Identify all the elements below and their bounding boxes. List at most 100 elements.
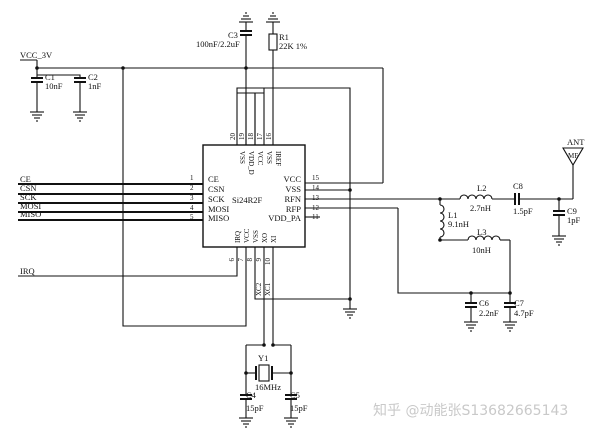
- pin-num-1: 1: [190, 174, 194, 182]
- y1-value: 16MHz: [255, 382, 281, 392]
- pin-name-xi: XI: [270, 235, 278, 243]
- net-miso: MISO: [20, 209, 41, 219]
- inductor-l1: L1 9.1nH: [439, 199, 469, 240]
- cap-c1: C1 10nF: [29, 68, 63, 122]
- antenna-ref: ANT: [567, 137, 585, 147]
- pin-num-14: 14: [312, 184, 320, 192]
- c6-ref: C6: [479, 298, 489, 308]
- c9-ref: C9: [567, 206, 577, 216]
- l3-value: 10nH: [472, 245, 491, 255]
- pin-name-ce: CE: [208, 174, 219, 184]
- cap-c4: C4 15pF: [238, 390, 264, 428]
- pin-name-csn: CSN: [208, 184, 225, 194]
- pin-num-4: 4: [190, 204, 194, 212]
- c7-value: 4.7pF: [514, 308, 534, 318]
- signal-bus: CE CSN SCK MOSI MISO IRQ: [18, 174, 238, 277]
- resistor-r1: R1 22K 1%: [265, 12, 307, 60]
- net-xc1: XC1: [264, 282, 272, 296]
- l1-value: 9.1nH: [448, 219, 469, 229]
- r1-value: 22K 1%: [279, 41, 307, 51]
- antenna-type: MF: [568, 152, 578, 160]
- pin-name-rfn: RFN: [284, 194, 301, 204]
- pin-name-miso: MISO: [208, 213, 229, 223]
- pin-num-7: 7: [237, 258, 245, 262]
- pin-num-3: 3: [190, 194, 194, 202]
- pin-num-20: 20: [229, 133, 237, 141]
- pin-name-mosi: MOSI: [208, 204, 229, 214]
- cap-c5: C5 15pF: [283, 390, 308, 428]
- c3-ref: C3: [228, 30, 238, 40]
- c2-value: 1nF: [88, 81, 102, 91]
- y1-ref: Y1: [258, 353, 268, 363]
- pin-name-19: VDD_D: [247, 151, 255, 175]
- c3-value: 100nF/2.2uF: [196, 39, 240, 49]
- net-xc2: XC2: [255, 282, 263, 296]
- pin-name-rfp: RFP: [286, 204, 301, 214]
- pin-name-vcc-b: VCC: [243, 228, 251, 243]
- c6-value: 2.2nF: [479, 308, 499, 318]
- c7-ref: C7: [514, 298, 524, 308]
- crystal-y1: XC2 XC1 Y1 16MHz: [244, 247, 293, 395]
- cap-c2: C2 1nF: [37, 72, 102, 122]
- net-sck: SCK: [20, 192, 37, 202]
- pin-name-sck: SCK: [208, 194, 225, 204]
- c5-value: 15pF: [290, 403, 308, 413]
- pin-num-16: 16: [265, 133, 273, 141]
- pin-num-5: 5: [190, 213, 194, 221]
- c4-value: 15pF: [246, 403, 264, 413]
- pin-num-8: 8: [246, 258, 254, 262]
- watermark: 知乎 @动能张S13682665143: [373, 402, 568, 419]
- pin-name-vss-b: VSS: [252, 230, 260, 243]
- pin-name-16: IREF: [274, 151, 282, 166]
- chip-body: [202, 144, 306, 248]
- ground-return: [236, 87, 358, 319]
- pin-name-vss-r: VSS: [285, 184, 301, 194]
- pin-num-15: 15: [312, 174, 320, 182]
- pin-name-vcc-r: VCC: [284, 174, 302, 184]
- c1-ref: C1: [45, 72, 55, 82]
- c5-ref: C5: [290, 390, 300, 400]
- cap-c3: C3 100nF/2.2uF: [196, 12, 254, 145]
- net-irq: IRQ: [20, 266, 35, 276]
- rf-network: [305, 197, 471, 294]
- chip-left-pins: 1 2 3 4 5 CE CSN SCK MOSI MISO: [190, 174, 229, 223]
- chip-si24r2f: Si24R2F 20 19 18 17 16 VSS VDD_D VCC VSS…: [190, 60, 320, 265]
- vcc-rail: VCC_3V: [20, 50, 384, 327]
- pin-name-xo: XO: [261, 233, 269, 243]
- pin-name-20: VSS: [238, 151, 246, 164]
- c8-ref: C8: [513, 181, 523, 191]
- l3-ref: L3: [477, 227, 486, 237]
- r1-ref: R1: [279, 32, 289, 42]
- c4-ref: C4: [246, 390, 257, 400]
- net-csn: CSN: [20, 183, 37, 193]
- pin-num-17: 17: [256, 133, 264, 141]
- cap-c9: C9 1pF: [551, 199, 581, 246]
- pin-num-13: 13: [312, 194, 320, 202]
- pin-num-19: 19: [238, 133, 246, 141]
- cap-c7: C7 4.7pF: [471, 291, 534, 332]
- pin-num-18: 18: [247, 133, 255, 141]
- net-mosi: MOSI: [20, 201, 41, 211]
- c1-value: 10nF: [45, 81, 63, 91]
- pin-name-18: VCC: [256, 151, 264, 166]
- l1-ref: L1: [448, 210, 457, 220]
- c9-value: 1pF: [567, 215, 581, 225]
- c2-ref: C2: [88, 72, 98, 82]
- inductor-l2: L2 2.7nH: [459, 183, 515, 213]
- pin-name-17: VSS: [265, 151, 273, 164]
- pin-num-9: 9: [255, 258, 263, 262]
- pin-num-2: 2: [190, 184, 194, 192]
- pin-name-irq: IRQ: [234, 231, 242, 243]
- inductor-l3: L3 10nH: [440, 227, 511, 293]
- cap-c6: C6 2.2nF: [463, 291, 499, 332]
- chip-name: Si24R2F: [232, 195, 263, 205]
- l2-ref: L2: [477, 183, 486, 193]
- net-ce: CE: [20, 174, 31, 184]
- chip-bottom-pins: 6 7 8 9 10 IRQ VCC VSS XO XI: [228, 228, 278, 265]
- l2-value: 2.7nH: [470, 203, 491, 213]
- pin-num-6: 6: [228, 258, 236, 262]
- c8-value: 1.5pF: [513, 206, 533, 216]
- pin-name-vdd-pa: VDD_PA: [268, 213, 302, 223]
